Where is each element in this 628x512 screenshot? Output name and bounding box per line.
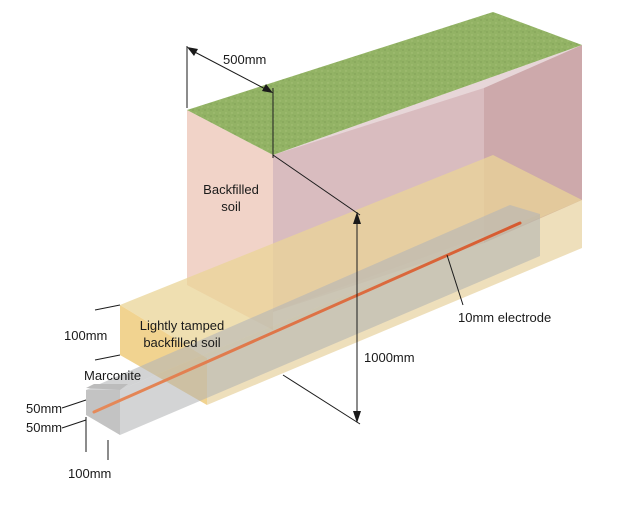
marconite-bar: [86, 205, 540, 435]
depth-label: 1000mm: [364, 350, 415, 365]
tamped-height-tick-top: [94, 304, 121, 311]
marconite-50-lower-tick: [61, 419, 87, 429]
depth-arrow-top: [353, 212, 361, 224]
lightly-tamped-label-2: backfilled soil: [143, 335, 220, 350]
top-width-label: 500mm: [223, 52, 266, 67]
electrode-label: 10mm electrode: [458, 310, 551, 325]
marconite-top-face: [86, 205, 540, 390]
top-width-arrow-left: [187, 47, 198, 56]
marconite-lower-label: 50mm: [26, 420, 62, 435]
top-width-dimension: [188, 48, 272, 93]
depth-arrow-bottom: [353, 411, 361, 423]
electrode-rod: [92, 221, 522, 414]
marconite-side-face: [120, 214, 540, 435]
dimension-lines: [61, 46, 464, 460]
depth-ext-top: [272, 154, 361, 216]
marconite-upper-label: 50mm: [26, 401, 62, 416]
marconite-50-upper-tick: [61, 399, 87, 409]
electrode-leader: [446, 254, 464, 306]
backfilled-soil-label-1: Backfilled: [203, 182, 259, 197]
marconite-width-label: 100mm: [68, 466, 111, 481]
marconite-label: Marconite: [84, 368, 141, 383]
grass-surface: [187, 12, 582, 155]
depth-ext-bottom: [282, 374, 361, 425]
lightly-tamped-label-1: Lightly tamped: [140, 318, 225, 333]
tamped-height-tick-bottom: [94, 354, 121, 361]
tamped-height-label: 100mm: [64, 328, 107, 343]
top-width-arrow-right: [262, 84, 273, 93]
marconite-front-face: [86, 390, 120, 435]
marconite-end-top: [86, 384, 128, 390]
tamped-top-face: [120, 155, 582, 358]
backfilled-soil-label-2: soil: [221, 199, 241, 214]
